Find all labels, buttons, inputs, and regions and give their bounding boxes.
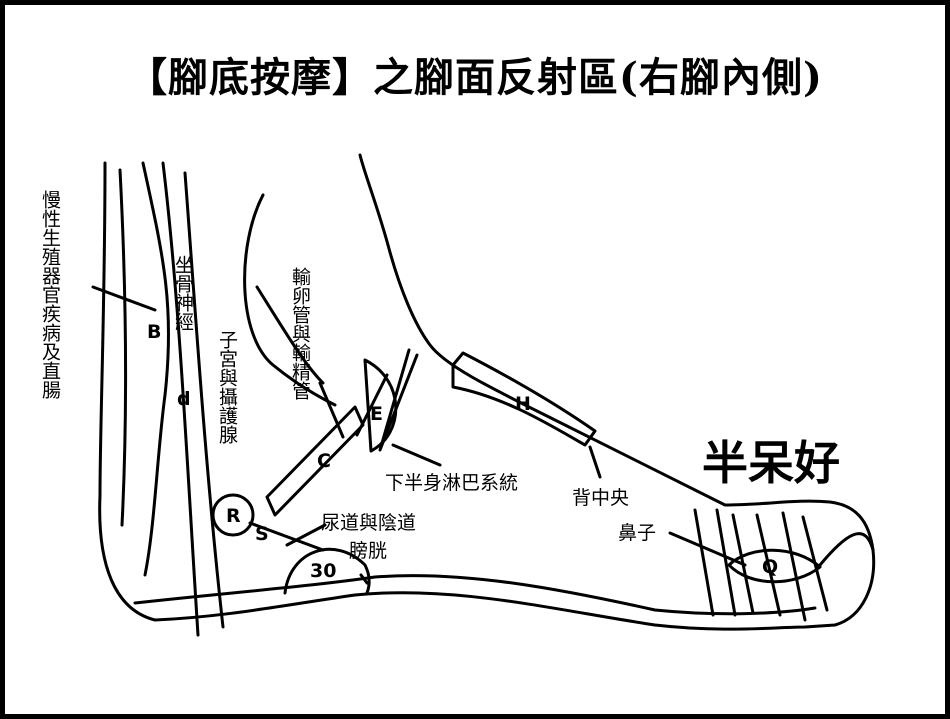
label-chronic-genital: 慢性生殖器官疾病及直腸: [39, 190, 61, 400]
leader-bladder: [359, 573, 369, 585]
ankle-band-outer: [378, 348, 419, 452]
leader-midback: [588, 445, 602, 479]
oviduct-curve-inner: [255, 285, 325, 385]
marker-c: C: [317, 450, 331, 472]
marker-h: H: [515, 393, 531, 415]
label-urethra-vagina: 尿道與陰道: [321, 512, 416, 534]
marker-30: 30: [310, 560, 336, 582]
toe-band-5: [781, 511, 807, 622]
foot-outline: [98, 153, 876, 631]
band-h: [451, 351, 597, 447]
line-s-2: [285, 523, 327, 547]
marker-d: d: [177, 388, 191, 410]
label-sciatic-nerve: 坐骨神經: [172, 255, 194, 331]
label-nose: 鼻子: [618, 522, 656, 544]
marker-q: Q: [762, 556, 778, 578]
region-bladder: [283, 547, 371, 595]
band-c: [265, 405, 365, 517]
marker-e: E: [370, 403, 383, 425]
label-mid-back: 背中央: [572, 487, 629, 509]
leader-nose: [668, 531, 747, 567]
diagram-frame: 【腳底按摩】之腳面反射區(右腳內側): [5, 5, 945, 714]
toe-tip: [818, 532, 875, 567]
toe-band-1: [693, 508, 715, 617]
leader-oviduct: [318, 381, 345, 439]
region-r: [211, 493, 255, 537]
page-title: 【腳底按摩】之腳面反射區(右腳內側): [127, 54, 823, 101]
toe-band-2: [715, 508, 737, 617]
toe-band-4: [755, 513, 782, 617]
leader-lymph: [391, 443, 442, 467]
ankle-band: [355, 373, 389, 437]
label-uterus-prostate: 子宮與攝護腺: [216, 330, 238, 444]
label-bladder: 膀胱: [349, 540, 387, 562]
leader-chronic: [91, 285, 157, 312]
sciatic-line-right: [183, 171, 225, 629]
label-oviduct-vas: 輸卵管與輸精管: [289, 267, 311, 400]
foot-diagram: 慢性生殖器官疾病及直腸 坐骨神經 子宮與攝護腺 輸卵管與輸精管 下半身淋巴系統 …: [39, 153, 876, 637]
region-q: [727, 548, 822, 584]
brand-logo: 半呆好: [702, 436, 840, 490]
leg-line-1: [118, 168, 128, 527]
oviduct-curve-outer: [243, 193, 337, 407]
marker-r: R: [226, 505, 241, 527]
label-lower-lymph: 下半身淋巴系統: [385, 472, 518, 494]
sciatic-line-left: [161, 161, 200, 637]
line-s: [248, 521, 325, 552]
marker-s: S: [255, 523, 269, 545]
marker-b: B: [147, 321, 161, 343]
toe-band-3: [731, 513, 755, 615]
leg-line-2: [141, 161, 171, 577]
